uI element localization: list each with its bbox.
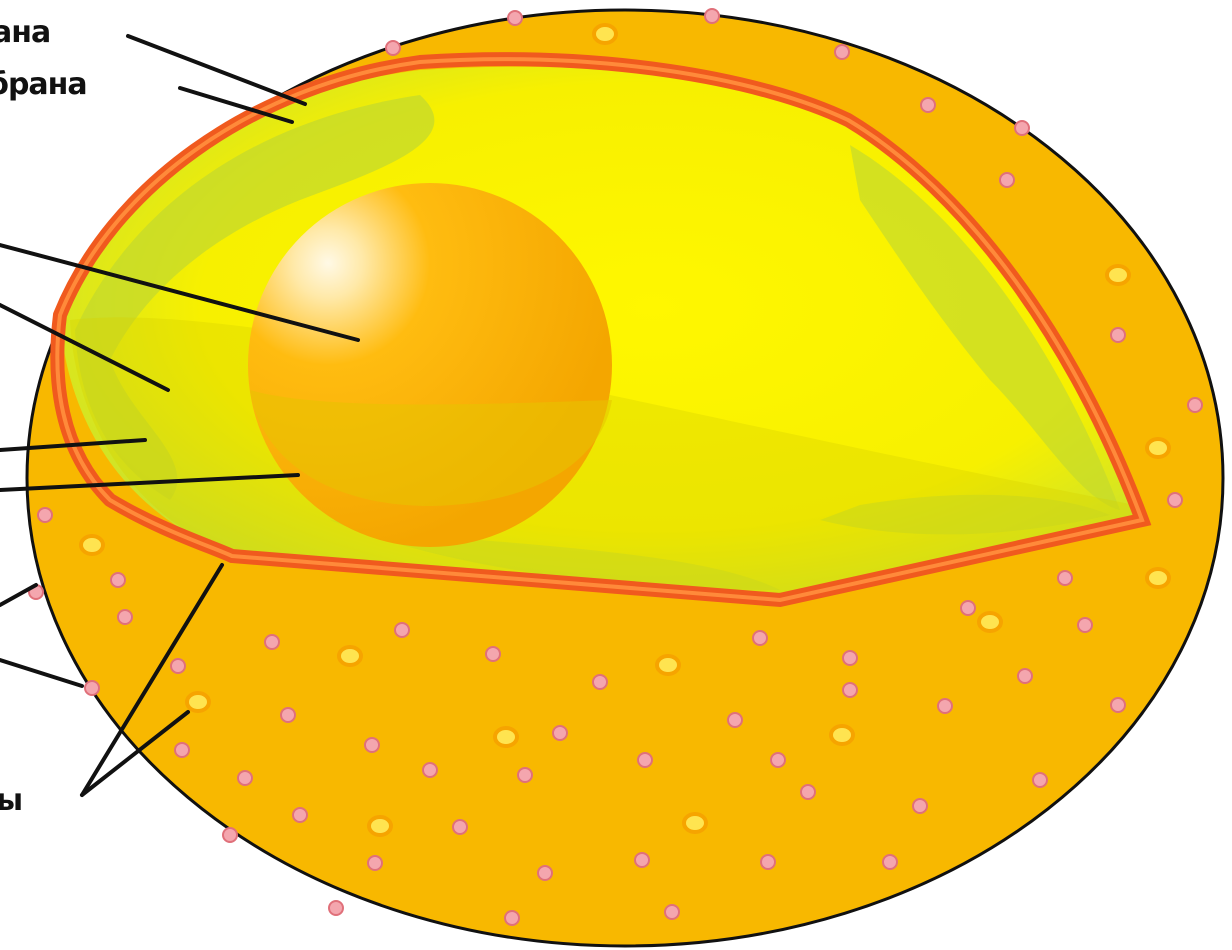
vesicle-pink [553, 726, 567, 740]
vesicle-yellow [1107, 266, 1129, 284]
vesicle-yellow [979, 613, 1001, 631]
vesicle-pink [505, 911, 519, 925]
vesicle-pink [1111, 328, 1125, 342]
vesicle-pink [728, 713, 742, 727]
vesicle-pink [293, 808, 307, 822]
label-inner-membrane: брана [0, 67, 87, 102]
vesicle-pink [771, 753, 785, 767]
vesicle-pink [85, 681, 99, 695]
vesicle-pink [843, 651, 857, 665]
vesicle-pink [705, 9, 719, 23]
leader-edge-b [0, 660, 82, 686]
vesicle-pink [486, 647, 500, 661]
vesicle-pink [171, 659, 185, 673]
vesicle-pink [453, 820, 467, 834]
vesicle-pink [281, 708, 295, 722]
vesicle-pink [801, 785, 815, 799]
vesicle-pink [238, 771, 252, 785]
vesicle-yellow [657, 656, 679, 674]
vesicle-pink [1033, 773, 1047, 787]
vesicle-pink [223, 828, 237, 842]
vesicle-pink [593, 675, 607, 689]
vesicle-pink [508, 11, 522, 25]
vesicle-pink [1018, 669, 1032, 683]
vesicle-yellow [495, 728, 517, 746]
vesicle-pink [518, 768, 532, 782]
vesicle-pink [1058, 571, 1072, 585]
vesicle-yellow [81, 536, 103, 554]
vesicle-pink [761, 855, 775, 869]
label-vesicles: ы [0, 783, 22, 818]
vesicle-pink [111, 573, 125, 587]
vesicle-pink [38, 508, 52, 522]
vesicle-yellow [339, 647, 361, 665]
vesicle-pink [1000, 173, 1014, 187]
vesicle-pink [386, 41, 400, 55]
vesicle-pink [635, 853, 649, 867]
vesicle-pink [753, 631, 767, 645]
vesicle-pink [395, 623, 409, 637]
vesicle-pink [175, 743, 189, 757]
vesicle-pink [921, 98, 935, 112]
vesicle-pink [118, 610, 132, 624]
vesicle-pink [1168, 493, 1182, 507]
vesicle-pink [1111, 698, 1125, 712]
label-outer-membrane: ана [0, 15, 50, 50]
vesicle-yellow [1147, 439, 1169, 457]
vesicle-pink [1015, 121, 1029, 135]
vesicle-yellow [594, 25, 616, 43]
vesicle-pink [638, 753, 652, 767]
vesicle-pink [961, 601, 975, 615]
vesicle-pink [883, 855, 897, 869]
vesicle-pink [365, 738, 379, 752]
nucleus [248, 183, 612, 547]
vesicle-yellow [187, 693, 209, 711]
vesicle-pink [423, 763, 437, 777]
vesicle-yellow [369, 817, 391, 835]
vesicle-yellow [831, 726, 853, 744]
vesicle-pink [368, 856, 382, 870]
vesicle-pink [538, 866, 552, 880]
vesicle-pink [835, 45, 849, 59]
vesicle-pink [329, 901, 343, 915]
vesicle-pink [938, 699, 952, 713]
vesicle-yellow [684, 814, 706, 832]
vesicle-pink [843, 683, 857, 697]
vesicle-pink [665, 905, 679, 919]
vesicle-pink [1078, 618, 1092, 632]
vesicle-pink [1188, 398, 1202, 412]
vesicle-yellow [1147, 569, 1169, 587]
vesicle-pink [265, 635, 279, 649]
leader-outer-membrane [128, 36, 305, 104]
vesicle-pink [913, 799, 927, 813]
